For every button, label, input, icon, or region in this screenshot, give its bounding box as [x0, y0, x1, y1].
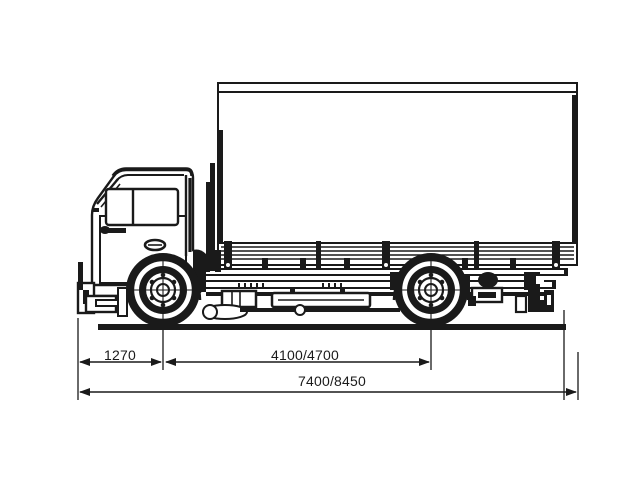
- rear-wheel: [390, 253, 470, 327]
- front-bumper: [76, 262, 125, 315]
- battery-box: [220, 289, 258, 309]
- dimension-label-wheelbase: 4100/4700: [271, 347, 339, 363]
- dimension-extension-lines: [77, 310, 579, 400]
- rear-bumper: [514, 272, 554, 314]
- rear-equipment: [468, 272, 504, 306]
- cargo-box: [217, 82, 578, 256]
- driveshaft: [240, 304, 400, 316]
- cargo-side-boards: [217, 241, 578, 269]
- dimension-label-front-overhang: 1270: [104, 347, 136, 363]
- fuel-tank: [270, 289, 372, 309]
- dimension-label-overall-length: 7400/8450: [298, 373, 366, 389]
- front-wheel: [117, 253, 202, 327]
- exhaust-stack: [206, 163, 221, 272]
- ground-line: [98, 324, 566, 330]
